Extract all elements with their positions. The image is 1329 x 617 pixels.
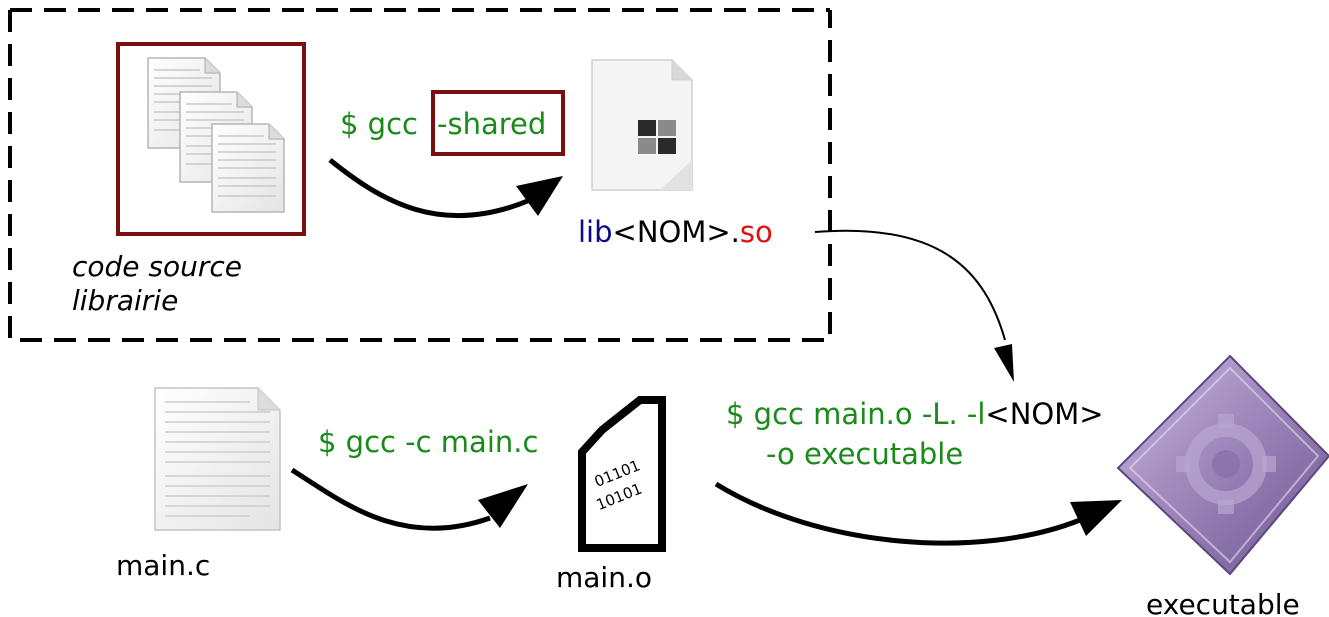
main-c-label: main.c [116,549,210,582]
shared-flag-highlight [431,90,565,156]
shared-command-flag: -shared [437,107,546,141]
link-command-line1: $ gcc main.o -L. -l<NOM> [726,397,1104,431]
lib-prefix: lib [578,215,613,249]
source-files-icon [116,42,306,236]
compile-command: $ gcc -c main.c [318,425,538,459]
source-label-line1: code source [72,250,242,283]
lib-extension: so [740,215,773,249]
executable-label: executable [1146,588,1300,617]
c-file-icon [154,387,281,531]
executable-icon [1116,354,1329,576]
arrow-library-link [814,229,1014,382]
link-command-part2: <NOM> [985,397,1103,431]
arrow-compile-object [290,467,528,531]
main-o-label: main.o [556,561,652,594]
shared-library-icon [591,59,693,191]
lib-name: <NOM>. [613,215,740,249]
source-label-line2: librairie [72,284,178,317]
arrow-link-executable [714,481,1122,546]
arrow-compile-library [328,158,563,219]
link-command-part1: $ gcc main.o -L. -l [726,397,985,431]
link-command-line2: -o executable [766,437,963,471]
object-file-icon: 01101 10101 [578,396,666,552]
library-filename: lib<NOM>.so [578,215,773,249]
shared-command-gcc: $ gcc [340,107,418,141]
